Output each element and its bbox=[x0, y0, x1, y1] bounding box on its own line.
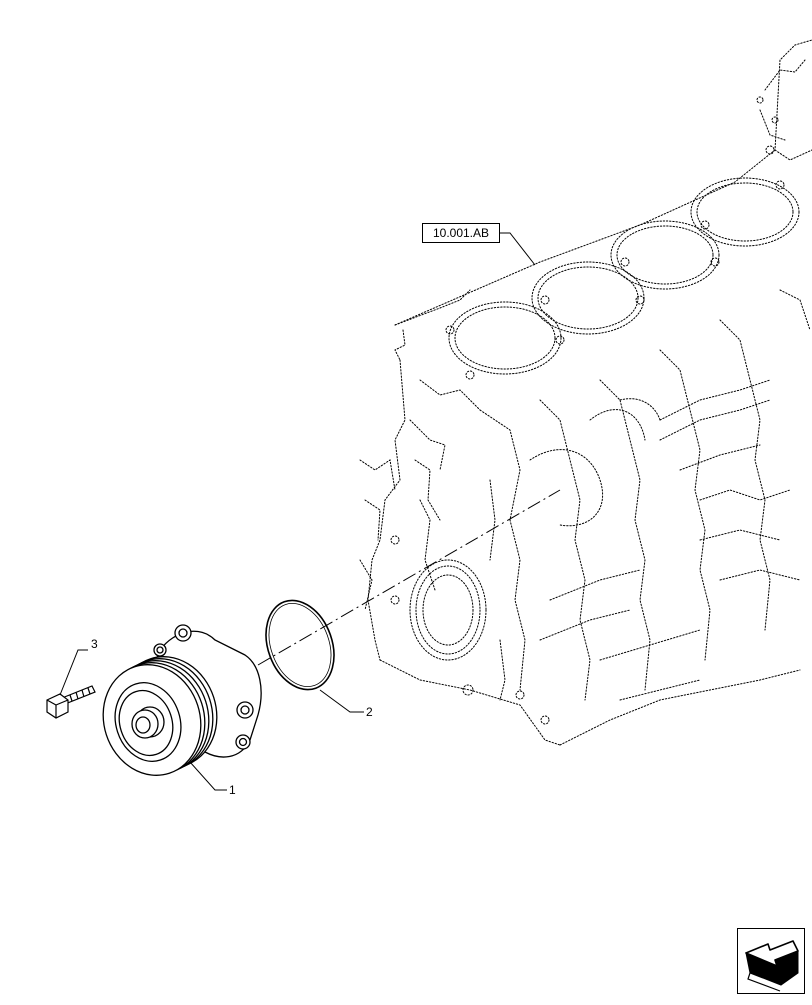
arrow-back-icon bbox=[745, 940, 799, 992]
back-navigation-button[interactable] bbox=[737, 928, 805, 994]
callout-3: 3 bbox=[91, 637, 98, 651]
callout-2: 2 bbox=[366, 705, 373, 719]
callout-1: 1 bbox=[229, 783, 236, 797]
engine-block bbox=[359, 39, 812, 746]
reference-label-10-001-ab[interactable]: 10.001.AB bbox=[422, 223, 500, 243]
water-pump bbox=[102, 624, 262, 776]
assembly-centerline bbox=[257, 489, 561, 666]
leader-lines bbox=[59, 232, 536, 791]
o-ring bbox=[265, 599, 335, 691]
bolt bbox=[46, 685, 96, 719]
